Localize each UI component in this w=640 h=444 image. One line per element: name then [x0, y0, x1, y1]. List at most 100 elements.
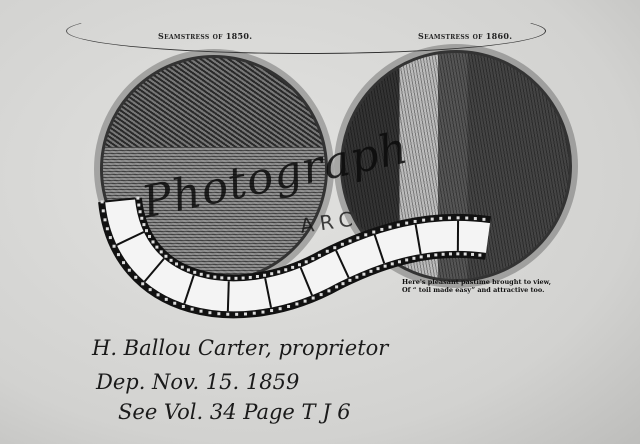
sprocket-hole: [101, 209, 105, 213]
sprocket-hole: [390, 262, 394, 266]
sprocket-hole: [138, 210, 142, 214]
frame-divider: [183, 274, 195, 304]
sprocket-hole: [303, 299, 307, 303]
sprocket-hole: [199, 309, 203, 313]
sprocket-hole: [148, 234, 152, 238]
title-right: Seamstress of 1860.: [418, 31, 513, 41]
sprocket-hole: [419, 255, 423, 259]
sprocket-hole: [473, 217, 477, 221]
sprocket-hole: [226, 312, 230, 316]
sprocket-hole: [327, 289, 331, 293]
sprocket-hole: [164, 254, 168, 258]
frame-divider: [299, 267, 313, 296]
sprocket-hole: [412, 256, 416, 260]
sprocket-hole: [341, 282, 345, 286]
sprocket-hole: [208, 311, 212, 315]
sprocket-hole: [169, 258, 173, 262]
sprocket-hole: [243, 312, 247, 316]
sprocket-hole: [388, 225, 392, 229]
sprocket-hole: [471, 252, 475, 256]
sprocket-hole: [151, 240, 155, 244]
sprocket-hole: [291, 265, 295, 269]
sprocket-hole: [372, 230, 376, 234]
title-left: Seamstress of 1850.: [158, 31, 253, 41]
sprocket-hole: [175, 262, 179, 266]
sprocket-hole: [252, 311, 256, 315]
frame-divider: [226, 281, 230, 312]
sprocket-hole: [297, 263, 301, 267]
sprocket-hole: [413, 219, 417, 223]
sprocket-hole: [145, 229, 149, 233]
handwriting-line-3: See Vol. 34 Page T J 6: [118, 400, 351, 424]
sprocket-hole: [186, 268, 190, 272]
sprocket-hole: [397, 260, 401, 264]
sprocket-hole: [270, 309, 274, 313]
sprocket-hole: [478, 253, 482, 257]
sprocket-hole: [156, 293, 160, 297]
sprocket-hole: [340, 242, 344, 246]
sprocket-hole: [164, 297, 168, 301]
sprocket-hole: [284, 268, 288, 272]
sprocket-hole: [127, 268, 131, 272]
sprocket-hole: [348, 278, 352, 282]
sprocket-hole: [383, 264, 387, 268]
sprocket-hole: [100, 200, 104, 204]
sprocket-hole: [448, 252, 452, 256]
sprocket-hole: [234, 276, 238, 280]
sprocket-hole: [136, 196, 140, 200]
frame-divider: [264, 277, 272, 308]
sprocket-hole: [173, 301, 177, 305]
sprocket-hole: [311, 257, 315, 261]
sprocket-hole: [463, 252, 467, 256]
sprocket-hole: [311, 296, 315, 300]
sprocket-hole: [248, 275, 252, 279]
sprocket-hole: [148, 288, 152, 292]
sprocket-hole: [213, 275, 217, 279]
sprocket-hole: [193, 270, 197, 274]
sprocket-hole: [263, 273, 267, 277]
sprocket-hole: [405, 258, 409, 262]
sprocket-hole: [278, 307, 282, 311]
frame-divider: [116, 231, 145, 246]
sprocket-hole: [217, 312, 221, 316]
sprocket-hole: [369, 269, 373, 273]
sprocket-hole: [287, 305, 291, 309]
sprocket-hole: [255, 274, 259, 278]
sprocket-hole: [356, 236, 360, 240]
frame-divider: [143, 257, 165, 283]
sprocket-hole: [220, 276, 224, 280]
sprocket-hole: [456, 216, 460, 220]
sprocket-hole: [206, 274, 210, 278]
sprocket-hole: [134, 275, 138, 279]
sprocket-hole: [141, 282, 145, 286]
sprocket-hole: [295, 302, 299, 306]
frame-divider: [373, 234, 386, 264]
sprocket-hole: [105, 227, 109, 231]
sprocket-hole: [439, 216, 443, 220]
sprocket-hole: [430, 217, 434, 221]
sprocket-hole: [112, 244, 116, 248]
sprocket-hole: [362, 272, 366, 276]
sprocket-hole: [241, 276, 245, 280]
sprocket-hole: [190, 307, 194, 311]
sprocket-hole: [181, 304, 185, 308]
frame-divider: [335, 250, 350, 279]
handwriting-line-1: H. Ballou Carter, proprietor: [92, 336, 389, 360]
sprocket-hole: [447, 216, 451, 220]
frame-divider: [414, 224, 422, 255]
sprocket-hole: [103, 218, 107, 222]
sprocket-hole: [304, 260, 308, 264]
sprocket-hole: [482, 217, 486, 221]
sprocket-hole: [348, 239, 352, 243]
sprocket-hole: [227, 276, 231, 280]
caption: Here's pleasant pastime brought to view,…: [402, 278, 551, 294]
sprocket-hole: [441, 252, 445, 256]
handwriting-line-2: Dep. Nov. 15. 1859: [96, 370, 300, 394]
sprocket-hole: [155, 245, 159, 249]
sprocket-hole: [376, 267, 380, 271]
frame-divider: [104, 197, 136, 203]
sprocket-hole: [108, 236, 112, 240]
sprocket-hole: [180, 265, 184, 269]
sprocket-hole: [140, 216, 144, 220]
